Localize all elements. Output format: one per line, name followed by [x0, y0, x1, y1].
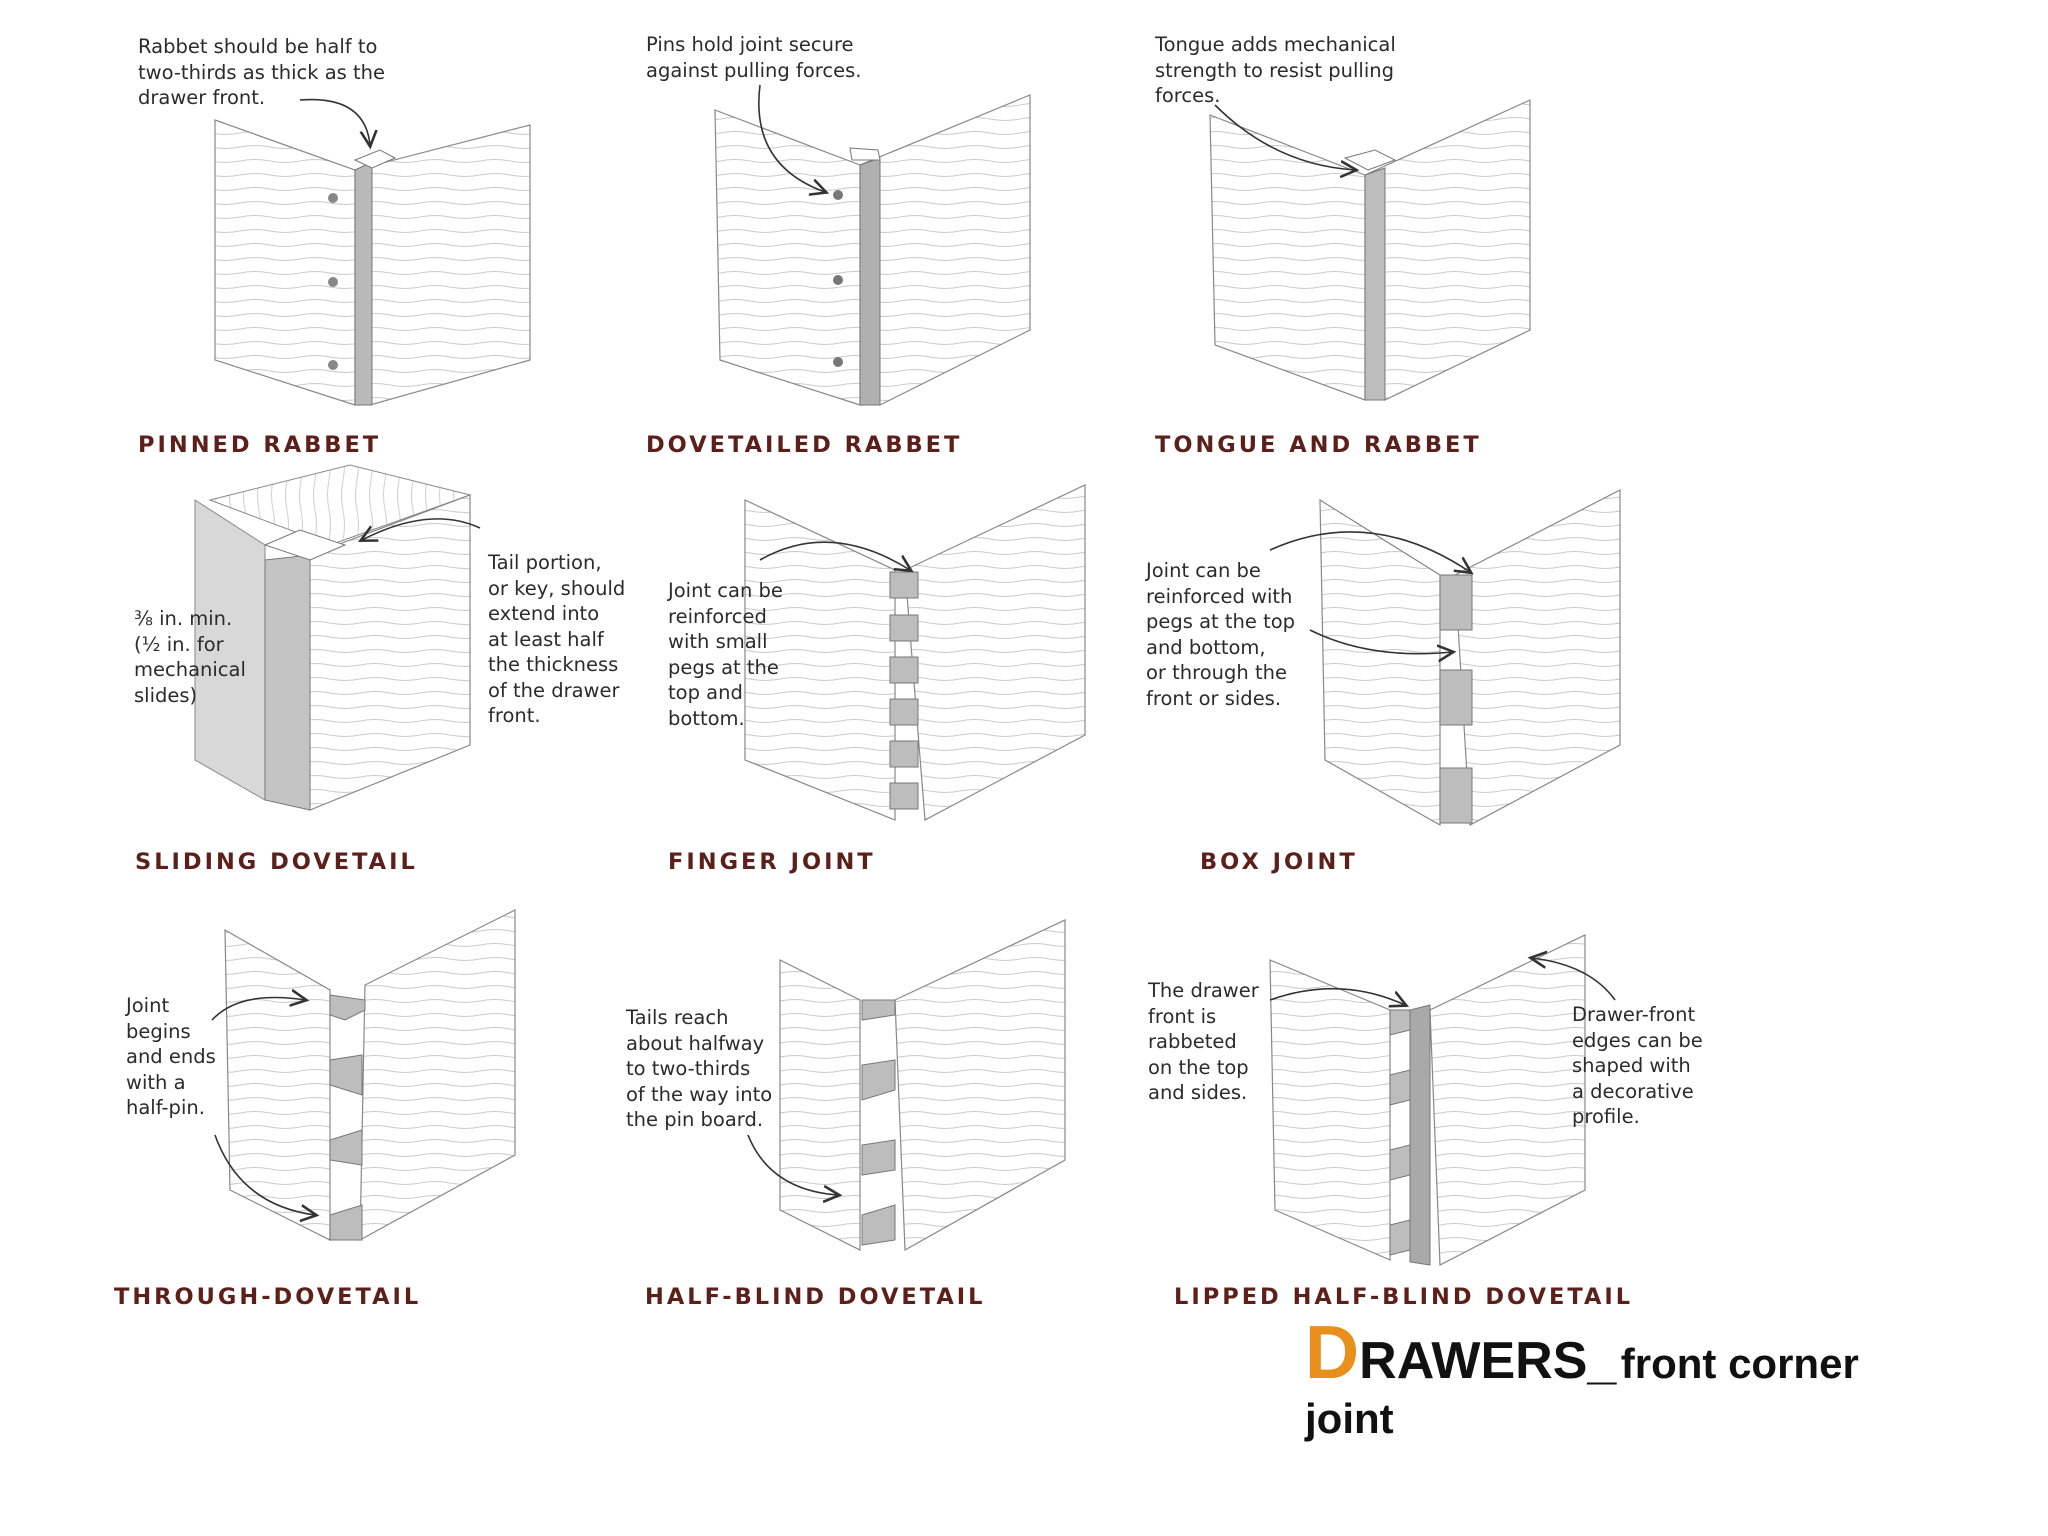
drawing-pinned-rabbet — [214, 98, 531, 406]
title-half-blind-dovetail: HALF-BLIND DOVETAIL — [645, 1284, 986, 1310]
note-through-dovetail: Joint begins and ends with a half-pin. — [126, 994, 216, 1119]
title-tongue-and-rabbet: TONGUE AND RABBET — [1155, 432, 1482, 458]
page-heading: DRAWERS_ front corner joint — [1305, 1315, 2005, 1443]
title-finger-joint: FINGER JOINT — [668, 849, 876, 875]
drawing-lipped-half-blind-dovetail — [1269, 934, 1616, 1266]
note-box-joint: Joint can be reinforced with pegs at the… — [1146, 559, 1296, 710]
heading-initial: D — [1305, 1310, 1360, 1394]
heading-line2: joint — [1305, 1395, 1394, 1442]
note-lipped-front: The drawer front is rabbeted on the top … — [1148, 979, 1259, 1104]
drawing-box-joint — [1269, 489, 1621, 827]
note-finger-joint: Joint can be reinforced with small pegs … — [668, 579, 783, 730]
drawing-finger-joint — [744, 484, 1086, 821]
note-dovetailed-rabbet: Pins hold joint secure against pulling f… — [646, 33, 862, 82]
title-through-dovetail: THROUGH-DOVETAIL — [114, 1284, 422, 1310]
joint-illustrations — [194, 84, 1621, 1266]
title-lipped-half-blind-dovetail: LIPPED HALF-BLIND DOVETAIL — [1174, 1284, 1634, 1310]
note-half-blind-dovetail: Tails reach about halfway to two-thirds … — [626, 1006, 773, 1131]
title-pinned-rabbet: PINNED RABBET — [138, 432, 382, 458]
heading-word: RAWERS_ — [1359, 1332, 1617, 1390]
note-pinned-rabbet: Rabbet should be half to two-thirds as t… — [138, 35, 386, 109]
drawing-half-blind-dovetail — [747, 919, 1066, 1252]
drawing-tongue-and-rabbet — [1209, 99, 1531, 401]
note-lipped-edges: Drawer-front edges can be shaped with a … — [1572, 1003, 1703, 1128]
title-sliding-dovetail: SLIDING DOVETAIL — [135, 849, 418, 875]
title-dovetailed-rabbet: DOVETAILED RABBET — [646, 432, 963, 458]
note-sliding-dovetail-min: ⅜ in. min. (½ in. for mechanical slides) — [134, 607, 246, 707]
note-sliding-dovetail-tail: Tail portion, or key, should extend into… — [488, 551, 626, 727]
drawing-sliding-dovetail — [194, 464, 481, 811]
note-tongue-and-rabbet: Tongue adds mechanical strength to resis… — [1155, 33, 1396, 107]
heading-suffix: front corner — [1620, 1340, 1859, 1387]
title-box-joint: BOX JOINT — [1200, 849, 1358, 875]
drawing-through-dovetail — [211, 909, 516, 1242]
drawing-dovetailed-rabbet — [714, 84, 1031, 406]
